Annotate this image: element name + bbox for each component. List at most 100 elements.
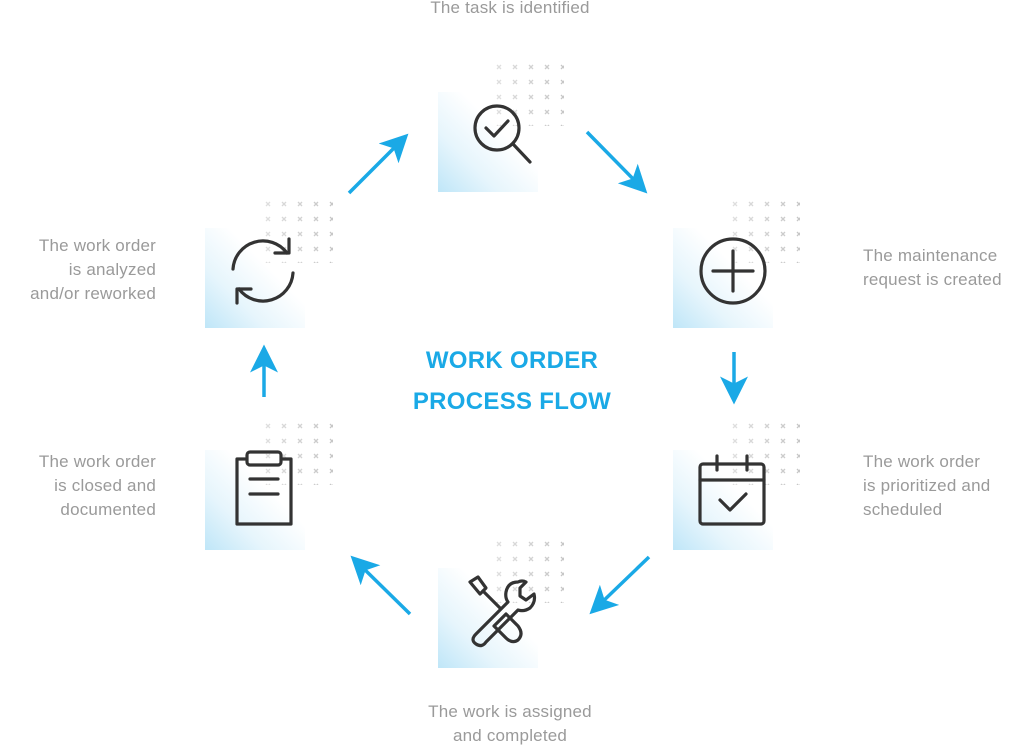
refresh-cycle-icon (231, 237, 295, 305)
x-mark (329, 246, 333, 252)
x-mark (281, 423, 287, 429)
x-mark (329, 216, 333, 222)
x-mark (764, 201, 770, 207)
x-mark (313, 201, 319, 207)
x-mark (329, 468, 333, 474)
x-mark (544, 64, 550, 70)
x-mark (496, 94, 502, 100)
step-label-create: The maintenance request is created (863, 246, 1002, 289)
step-label-complete: The work is assigned and completed (428, 702, 592, 745)
x-mark (528, 79, 534, 85)
x-mark (265, 201, 271, 207)
x-mark (544, 571, 550, 577)
x-mark (297, 453, 303, 459)
step-box-schedule (673, 450, 773, 550)
x-grid-decoration (496, 64, 564, 126)
x-mark (544, 586, 550, 592)
x-mark (560, 571, 564, 577)
x-mark (544, 79, 550, 85)
x-mark (496, 124, 502, 126)
x-mark (281, 453, 287, 459)
x-mark (560, 586, 564, 592)
x-mark (265, 453, 271, 459)
x-mark (297, 216, 303, 222)
x-mark (780, 468, 786, 474)
x-mark (748, 216, 754, 222)
step-label-identify: The task is identified (430, 0, 590, 17)
x-mark (265, 468, 271, 474)
x-mark (528, 541, 534, 547)
x-mark (265, 216, 271, 222)
x-mark (281, 201, 287, 207)
x-mark (732, 216, 738, 222)
x-mark (732, 423, 738, 429)
x-mark (780, 261, 786, 263)
x-mark (528, 109, 534, 115)
x-grid-decoration (732, 423, 800, 485)
x-mark (297, 438, 303, 444)
x-mark (528, 571, 534, 577)
x-mark (496, 556, 502, 562)
x-mark (512, 94, 518, 100)
x-mark (544, 601, 550, 603)
x-mark (764, 453, 770, 459)
x-mark (748, 246, 754, 252)
step-label-analyze: The work order is analyzed and/or rework… (30, 236, 156, 303)
x-mark (732, 483, 738, 485)
x-mark (512, 556, 518, 562)
x-mark (297, 201, 303, 207)
x-mark (512, 586, 518, 592)
x-mark (764, 261, 770, 263)
x-mark (544, 94, 550, 100)
x-mark (297, 231, 303, 237)
x-mark (796, 438, 800, 444)
x-mark (796, 468, 800, 474)
x-mark (281, 231, 287, 237)
wrench-screwdriver-icon (468, 575, 537, 648)
x-mark (732, 468, 738, 474)
plus-circle-icon (699, 237, 767, 305)
x-mark (764, 216, 770, 222)
x-mark (560, 541, 564, 547)
x-mark (544, 124, 550, 126)
x-mark (329, 261, 333, 263)
x-mark (329, 423, 333, 429)
arrow-schedule-to-complete (589, 555, 651, 615)
x-mark (281, 438, 287, 444)
x-mark (313, 423, 319, 429)
step-label-close: The work order is closed and documented (38, 452, 156, 519)
x-mark (560, 124, 564, 126)
x-mark (265, 246, 271, 252)
diagram-title: WORK ORDER PROCESS FLOW (372, 340, 652, 422)
x-mark (265, 483, 271, 485)
x-mark (297, 483, 303, 485)
x-mark (732, 201, 738, 207)
x-mark (313, 468, 319, 474)
x-mark (748, 468, 754, 474)
x-mark (796, 246, 800, 252)
x-mark (796, 423, 800, 429)
x-mark (281, 483, 287, 485)
arrow-identify-to-create (585, 130, 648, 194)
x-mark (764, 423, 770, 429)
step-label-schedule: The work order is prioritized and schedu… (863, 452, 991, 519)
x-mark (560, 109, 564, 115)
title-line-1: WORK ORDER (425, 347, 599, 374)
x-mark (512, 571, 518, 577)
x-mark (297, 423, 303, 429)
x-mark (281, 468, 287, 474)
x-mark (329, 483, 333, 485)
x-mark (780, 453, 786, 459)
x-mark (313, 453, 319, 459)
x-mark (313, 438, 319, 444)
x-mark (764, 468, 770, 474)
x-mark (796, 483, 800, 485)
x-mark (560, 64, 564, 70)
x-mark (512, 79, 518, 85)
x-mark (496, 64, 502, 70)
x-mark (764, 246, 770, 252)
x-mark (796, 453, 800, 459)
x-mark (796, 216, 800, 222)
x-mark (764, 231, 770, 237)
x-mark (528, 94, 534, 100)
